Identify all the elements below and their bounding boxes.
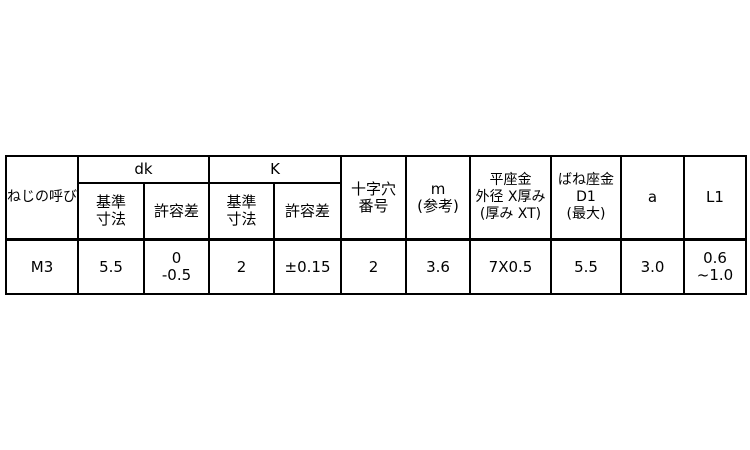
label: 十字穴 <box>350 179 396 198</box>
label: (最大) <box>566 206 606 222</box>
label: 寸法 <box>95 210 126 228</box>
cell-a: 3.0 <box>620 238 685 295</box>
label: 基準 <box>95 193 126 211</box>
value: ~1.0 <box>696 266 734 284</box>
label: m <box>430 179 446 198</box>
header-a: a <box>620 155 685 241</box>
header-thread: ねじの呼び <box>5 155 79 241</box>
header-cross-recess: 十字穴番号 <box>340 155 407 241</box>
header-l1: L1 <box>683 155 747 241</box>
cell-thread: M3 <box>5 238 79 295</box>
spec-table: ねじの呼び dk K 十字穴番号 m(参考) 平座金外径 X厚み(厚み XT) … <box>5 155 747 295</box>
label: (参考) <box>417 196 459 215</box>
label: D1 <box>576 189 596 205</box>
cell-k-tolerance: ±0.15 <box>273 238 342 295</box>
header-row-1: ねじの呼び dk K 十字穴番号 m(参考) 平座金外径 X厚み(厚み XT) … <box>5 155 747 241</box>
value: 0.6 <box>703 249 727 267</box>
cell-m: 3.6 <box>405 238 471 295</box>
cell-dk-tolerance: 0-0.5 <box>143 238 210 295</box>
header-dk-tolerance: 許容差 <box>143 182 210 241</box>
cell-dk-nominal: 5.5 <box>77 238 145 295</box>
label: ばね座金 <box>558 172 614 188</box>
table-row: M3 5.5 0-0.5 2 ±0.15 2 3.6 7X0.5 5.5 3.0… <box>5 238 747 295</box>
header-k-nominal: 基準寸法 <box>208 182 275 241</box>
header-k-tolerance: 許容差 <box>273 182 342 241</box>
cell-cross-recess: 2 <box>340 238 407 295</box>
label: 基準 <box>226 193 257 211</box>
header-flat-washer: 平座金外径 X厚み(厚み XT) <box>469 155 552 241</box>
header-m: m(参考) <box>405 155 471 241</box>
header-row-2: 基準寸法 許容差 基準寸法 許容差 <box>6 182 746 241</box>
cell-l1: 0.6~1.0 <box>683 238 747 295</box>
cell-spring-washer: 5.5 <box>550 238 622 295</box>
value: -0.5 <box>161 266 192 284</box>
header-dk: dk <box>77 155 210 184</box>
cell-k-nominal: 2 <box>208 238 275 295</box>
label: 外径 X厚み <box>475 189 546 205</box>
header-k: K <box>208 155 342 184</box>
label: 番号 <box>358 196 389 215</box>
label: 寸法 <box>226 210 257 228</box>
value: 0 <box>171 249 182 267</box>
label: 平座金 <box>489 172 532 188</box>
cell-flat-washer: 7X0.5 <box>469 238 552 295</box>
header-dk-nominal: 基準寸法 <box>77 182 145 241</box>
label: (厚み XT) <box>479 206 542 222</box>
